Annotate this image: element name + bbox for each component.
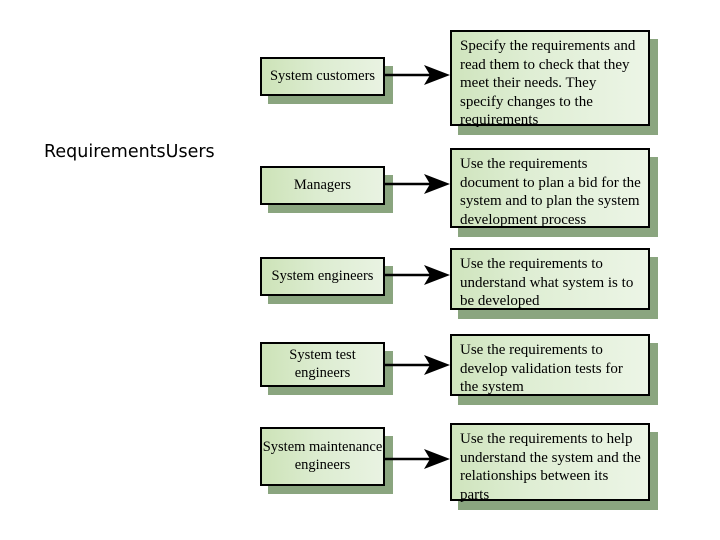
description-box-system-customers[interactable]: Specify the requirements and read them t… [450, 30, 650, 128]
actor-box-label: Managers [293, 176, 352, 193]
arrow-right-icon-5 [384, 447, 454, 471]
description-box-text: Use the requirements document to plan a … [460, 156, 641, 228]
description-box-system-engineers[interactable]: Use the requirements to understand what … [450, 248, 650, 310]
description-box-system-test-engineers[interactable]: Use the requirements to develop validati… [450, 334, 650, 396]
arrow-right-icon-2 [384, 172, 454, 196]
actor-box-label: System engineers [271, 267, 374, 284]
diagram-title: RequirementsUsers [44, 142, 215, 162]
actor-box-system-customers[interactable]: System customers [260, 57, 385, 96]
description-box-text: Use the requirements to understand what … [460, 256, 634, 310]
description-box-system-maintenance-engineers[interactable]: Use the requirements to help understand … [450, 423, 650, 503]
actor-box-label: System maintenance engineers [262, 438, 383, 473]
description-box-text: Use the requirements to develop validati… [460, 342, 623, 396]
arrow-right-icon-4 [384, 353, 454, 377]
description-box-text: Specify the requirements and read them t… [460, 38, 636, 129]
actor-box-managers[interactable]: Managers [260, 166, 385, 205]
description-box-text: Use the requirements to help understand … [460, 431, 641, 503]
arrow-right-icon-1 [384, 63, 454, 87]
description-box-managers[interactable]: Use the requirements document to plan a … [450, 148, 650, 228]
actor-box-label: System customers [269, 67, 376, 84]
actor-box-system-test-engineers[interactable]: System test engineers [260, 342, 385, 387]
arrow-right-icon-3 [384, 263, 454, 287]
actor-box-label: System test engineers [289, 346, 356, 381]
actor-box-system-engineers[interactable]: System engineers [260, 257, 385, 296]
actor-box-system-maintenance-engineers[interactable]: System maintenance engineers [260, 427, 385, 486]
